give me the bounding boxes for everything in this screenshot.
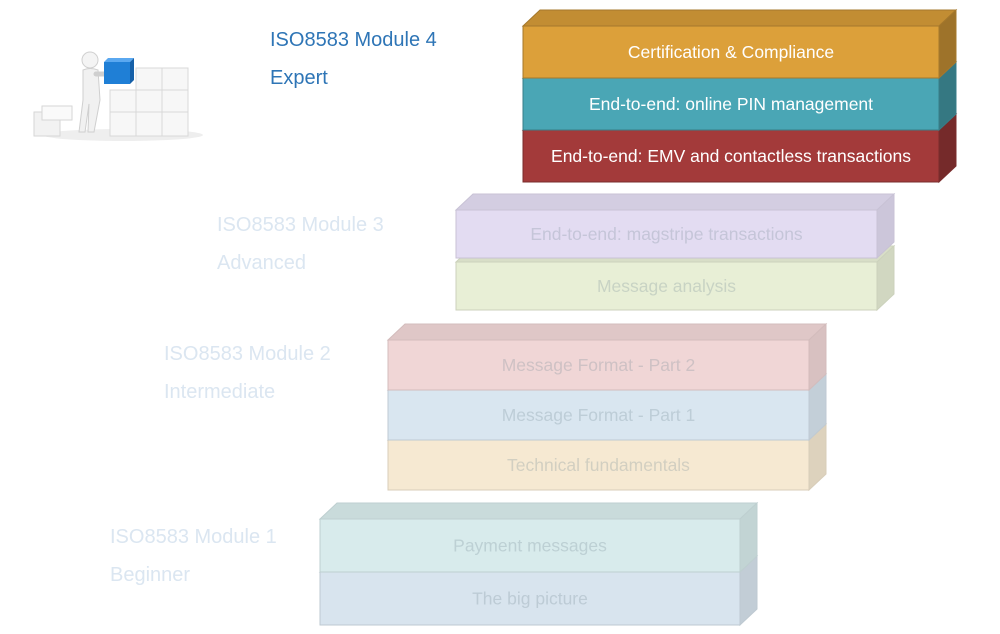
module-3-box-2-front xyxy=(455,261,878,311)
module-3-stack: Message analysis End-to-end: magstripe tr… xyxy=(454,192,896,312)
module-4-title: ISO8583 Module 4 Expert xyxy=(270,28,437,90)
module-2-box-2-front xyxy=(387,389,810,441)
module-2-box-1-front xyxy=(387,339,810,391)
module-2-box-1-top xyxy=(386,323,828,341)
module-1-box-1-top xyxy=(318,502,759,520)
module-1-level: Beginner xyxy=(110,564,191,586)
module-1-box-1-label: Payment messages xyxy=(453,536,607,556)
module-1-title: ISO8583 Module 1 Beginner xyxy=(110,525,277,587)
module-4-box-1-label: Certification & Compliance xyxy=(628,42,834,62)
person-stacking-blocks-icon xyxy=(33,51,203,141)
module-3-box-1-top xyxy=(454,193,896,211)
module-3-title: ISO8583 Module 3 Advanced xyxy=(217,213,384,275)
module-4-box-1: Certification & Compliance xyxy=(521,8,958,80)
module-3-box-1-front xyxy=(455,209,878,259)
module-3-box-1-label: End-to-end: magstripe transactions xyxy=(530,224,803,244)
module-3-level: Advanced xyxy=(217,252,306,274)
module-4-level: Expert xyxy=(270,67,328,89)
module-3-name: ISO8583 Module 3 xyxy=(217,214,384,236)
module-1-name: ISO8583 Module 1 xyxy=(110,526,277,548)
module-1-box-1-front xyxy=(319,518,741,573)
module-2-level: Intermediate xyxy=(164,381,276,403)
module-1-box-1: Payment messages xyxy=(318,501,759,574)
module-2-name: ISO8583 Module 2 xyxy=(164,343,331,365)
module-1-box-2-front xyxy=(319,571,741,626)
module-4-box-2-front xyxy=(522,77,940,131)
module-2-box-1: Message Format - Part 2 xyxy=(386,322,828,392)
module-2-title: ISO8583 Module 2 Intermediate xyxy=(164,342,331,404)
module-3-box-2-label: Message analysis xyxy=(597,276,736,296)
module-4-box-2-label: End-to-end: online PIN management xyxy=(589,94,873,114)
module-4-box-3-label: End-to-end: EMV and contactless transact… xyxy=(551,146,911,166)
module-4-box-1-top xyxy=(521,9,958,27)
module-4-name: ISO8583 Module 4 xyxy=(270,29,437,51)
module-4-box-1-front xyxy=(522,25,940,79)
module-2-box-1-label: Message Format - Part 2 xyxy=(502,355,696,375)
module-4-stack: End-to-end: EMV and contactless transact… xyxy=(521,8,958,184)
module-2-stack: Technical fundamentals Message Format - P… xyxy=(386,322,828,492)
module-1-box-2-label: The big picture xyxy=(472,589,588,609)
module-3-box-1: End-to-end: magstripe transactions xyxy=(454,192,896,260)
module-2-box-2-label: Message Format - Part 1 xyxy=(502,405,696,425)
module-2-box-3-label: Technical fundamentals xyxy=(507,455,690,475)
module-1-stack: The big picture Payment messages xyxy=(318,501,759,627)
blue-block-icon xyxy=(104,58,134,84)
